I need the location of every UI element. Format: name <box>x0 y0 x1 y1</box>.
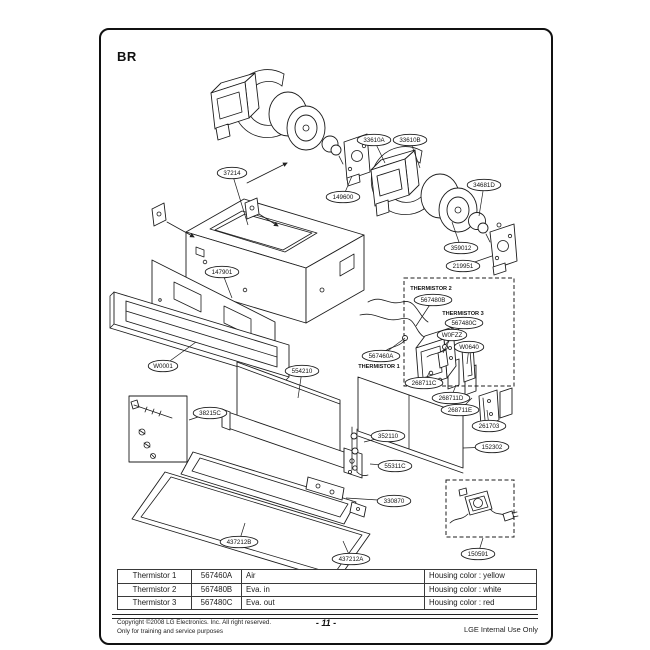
part-callout-label: W0001 <box>153 363 173 370</box>
thermistor-annotation: THERMISTOR 1 <box>358 364 400 370</box>
page-number: - 11 - <box>315 618 337 628</box>
part-callout-oval <box>436 328 468 342</box>
copyright-line-1: Copyright ©2008 LG Electronics. Inc. All… <box>117 619 272 626</box>
part-callout-oval <box>356 133 392 147</box>
part-callout-label: 437212A <box>339 556 365 563</box>
part-callout-label: W0640 <box>459 344 479 351</box>
evaporator-coil <box>221 408 369 479</box>
part-callout-label: 219951 <box>453 263 474 270</box>
part-callout-label: 437212B <box>227 539 252 546</box>
part-callout-label: 330870 <box>384 498 405 505</box>
table-cell: 567460A <box>191 570 241 583</box>
copyright-text: Copyright ©2008 LG Electronics. Inc. All… <box>117 619 271 636</box>
part-callout-label: 33610B <box>399 137 420 144</box>
part-callout-oval <box>325 190 361 204</box>
part-callout-oval <box>192 406 228 420</box>
table-cell: Housing color : red <box>424 596 536 609</box>
internal-use-label: LGE Internal Use Only <box>464 625 538 634</box>
part-callout-oval <box>466 178 502 192</box>
part-callout-oval <box>204 265 240 279</box>
mounting-brackets <box>151 162 288 238</box>
part-callout-label: 55311C <box>384 463 406 470</box>
part-callouts: 37214 33610A 33610B 34681D 149600 359012 21995… <box>147 133 510 566</box>
part-callout-oval <box>471 419 507 433</box>
callout-leader-line <box>231 172 249 226</box>
part-callout-label: 38215C <box>199 410 221 417</box>
hardware-kit-box <box>128 395 188 463</box>
table-cell: Housing color : white <box>424 583 536 596</box>
table-cell: Eva. out <box>241 596 424 609</box>
part-callout-label: 268711D <box>439 395 464 402</box>
part-callout-oval <box>216 166 248 180</box>
part-callout-label: 147901 <box>212 269 233 276</box>
part-callout-label: W0FZZ <box>442 332 463 339</box>
part-callout-label: 567460A <box>369 353 395 360</box>
part-callout-oval <box>404 376 444 390</box>
part-callout-oval <box>453 340 485 354</box>
part-callout-oval <box>331 552 371 566</box>
table-cell: Thermistor 3 <box>118 596 191 609</box>
part-callout-label: 554210 <box>292 368 313 375</box>
part-callout-label: 150591 <box>468 551 489 558</box>
blower-assembly-right <box>370 146 518 276</box>
page-heading: BR <box>117 49 137 64</box>
part-callout-label: 268711C <box>412 380 437 387</box>
front-grille <box>109 291 290 382</box>
part-callout-oval <box>431 391 471 405</box>
chassis-body <box>185 198 365 324</box>
part-callout-oval <box>147 359 179 373</box>
copyright-line-2: Only for training and service purposes <box>117 627 224 635</box>
part-callout-oval <box>474 440 510 454</box>
part-callout-oval <box>361 349 401 363</box>
thermistor-table: Thermistor 1 567460A Air Housing color :… <box>117 569 537 610</box>
part-callout-oval <box>444 316 484 330</box>
part-callout-oval <box>445 259 481 273</box>
part-callout-oval <box>284 364 320 378</box>
footer-divider <box>112 614 538 619</box>
part-callout-oval <box>460 547 496 561</box>
part-callout-oval <box>392 133 428 147</box>
table-cell: Housing color : yellow <box>424 570 536 583</box>
part-callout-oval <box>413 293 453 307</box>
part-callout-label: 567480C <box>451 320 477 327</box>
part-callout-label: 37214 <box>223 170 241 177</box>
part-callout-label: 261703 <box>479 423 500 430</box>
part-callout-label: 352110 <box>378 433 399 440</box>
part-callout-oval <box>370 429 406 443</box>
part-callout-oval <box>377 459 413 473</box>
part-callout-label: 567480B <box>421 297 446 304</box>
part-callout-oval <box>219 535 259 549</box>
table-cell: 567480C <box>191 596 241 609</box>
table-cell: Thermistor 1 <box>132 571 177 580</box>
table-cell: Air <box>241 570 424 583</box>
part-callout-oval <box>440 403 480 417</box>
drain-pan <box>180 451 367 525</box>
thermistor-annotation: THERMISTOR 2 <box>410 286 452 292</box>
part-callout-label: 359012 <box>451 245 472 252</box>
table-cell: Eva. in <box>241 583 424 596</box>
part-callout-label: 149600 <box>333 194 354 201</box>
blower-assembly-left <box>210 69 371 187</box>
part-callout-oval <box>443 241 479 255</box>
power-cord-assembly <box>445 479 519 538</box>
part-callout-label: 152302 <box>482 444 503 451</box>
table-cell: 567480B <box>191 583 241 596</box>
table-cell: Thermistor 2 <box>118 583 191 596</box>
part-callout-label: 33610A <box>363 137 385 144</box>
part-callout-oval <box>376 494 412 508</box>
part-callout-label: 268711E <box>448 407 472 414</box>
part-callout-label: 34681D <box>473 182 495 189</box>
thermistor-annotation: THERMISTOR 3 <box>442 311 484 317</box>
